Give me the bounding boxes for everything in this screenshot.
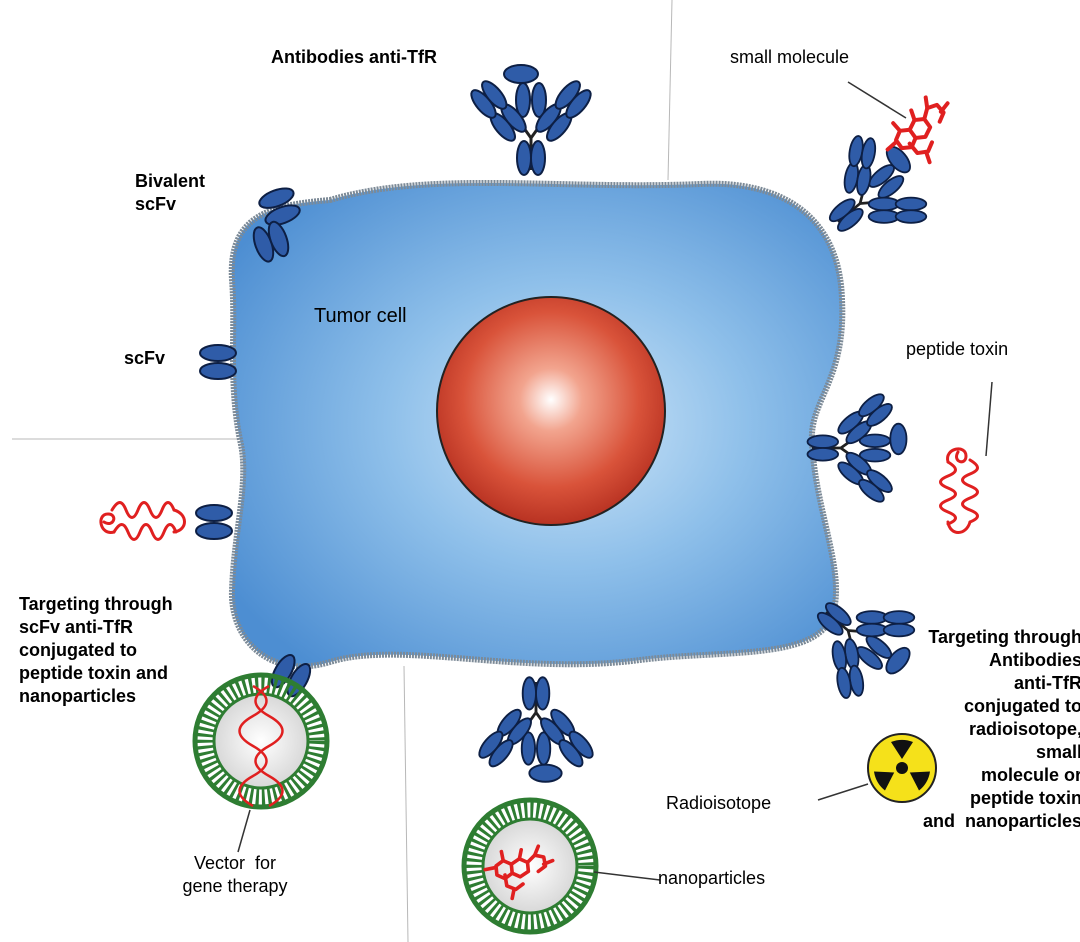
vector-nanoparticle-icon — [192, 672, 330, 810]
vector-pointer — [237, 809, 251, 853]
scfv-peptide-icon — [195, 504, 233, 540]
peptide-right-icon — [939, 447, 979, 534]
label-targeting-left: Targeting through scFv anti-TfR conjugat… — [19, 594, 173, 706]
antibody-right-mid-icon — [806, 389, 908, 507]
nucleus — [436, 296, 666, 526]
label-radioisotope: Radioisotope — [666, 793, 772, 813]
label-antibodies: Antibodies anti-TfR — [271, 47, 437, 67]
nanoparticle-pointer — [593, 871, 661, 881]
scfv-icon — [199, 344, 237, 380]
label-nanoparticles: nanoparticles — [658, 868, 766, 888]
antibody-top-icon — [465, 63, 597, 177]
divider-line-bottom — [403, 665, 409, 942]
bivalent-scfv-icon — [252, 183, 304, 263]
label-scfv: scFv — [124, 348, 166, 368]
label-vector: Vector for gene therapy — [182, 853, 288, 896]
label-small-molecule: small molecule — [730, 47, 850, 67]
peptide-left-icon — [99, 501, 186, 541]
small-molecule-icon — [872, 87, 971, 180]
small-molecule-pointer — [847, 81, 907, 119]
divider-line-top — [667, 0, 673, 181]
radiation-icon — [867, 733, 937, 803]
peptide-pointer — [985, 381, 993, 457]
radioisotope-pointer — [817, 783, 869, 801]
label-tumor-cell: Tumor cell — [314, 305, 407, 327]
antibody-bottom-icon — [473, 675, 599, 784]
label-bivalent-scfv: Bivalent scFv — [135, 171, 206, 214]
nanoparticle-icon — [461, 797, 599, 935]
label-targeting-right: Targeting through Antibodies anti-TfR co… — [922, 627, 1080, 831]
dna-icon — [238, 684, 268, 808]
label-peptide-toxin: peptide toxin — [906, 339, 1009, 359]
